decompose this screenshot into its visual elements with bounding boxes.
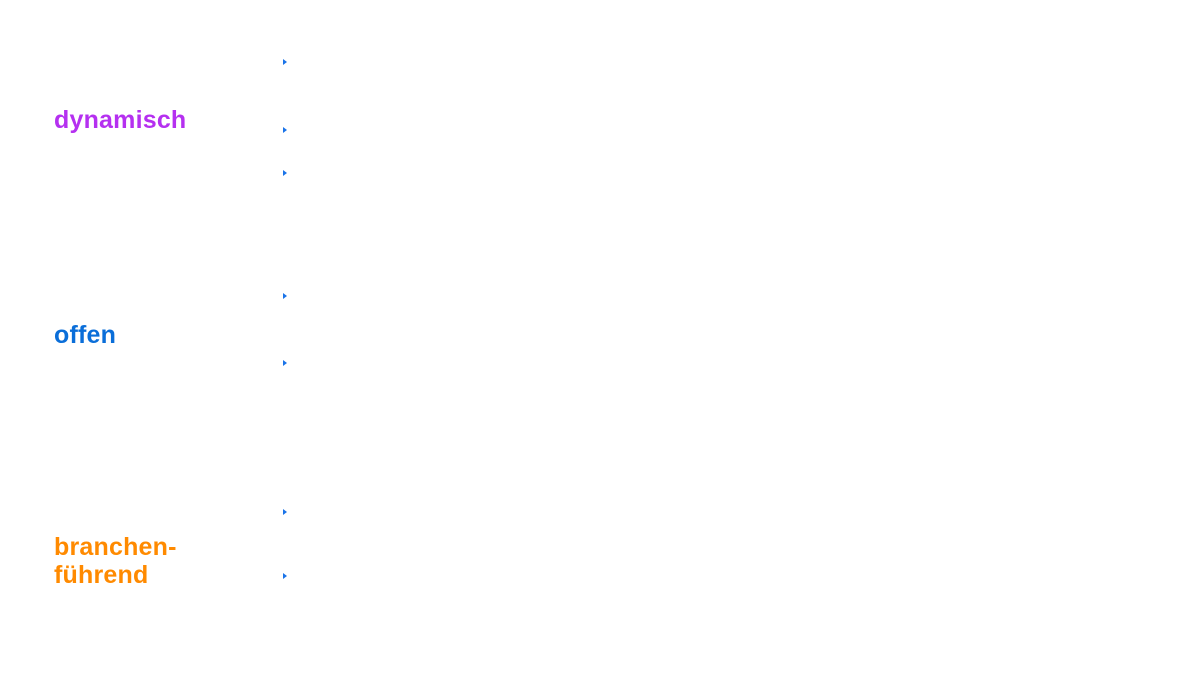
section-heading-line1: branchen- bbox=[54, 533, 177, 561]
triangle-right-icon bbox=[283, 293, 287, 299]
triangle-right-icon bbox=[283, 170, 287, 176]
section-heading: dynamisch bbox=[54, 106, 187, 134]
section-heading-line2: führend bbox=[54, 561, 149, 589]
triangle-right-icon bbox=[283, 59, 287, 65]
section-heading: offen bbox=[54, 321, 117, 349]
triangle-right-icon bbox=[283, 509, 287, 515]
triangle-right-icon bbox=[283, 573, 287, 579]
triangle-right-icon bbox=[283, 127, 287, 133]
triangle-right-icon bbox=[283, 360, 287, 366]
